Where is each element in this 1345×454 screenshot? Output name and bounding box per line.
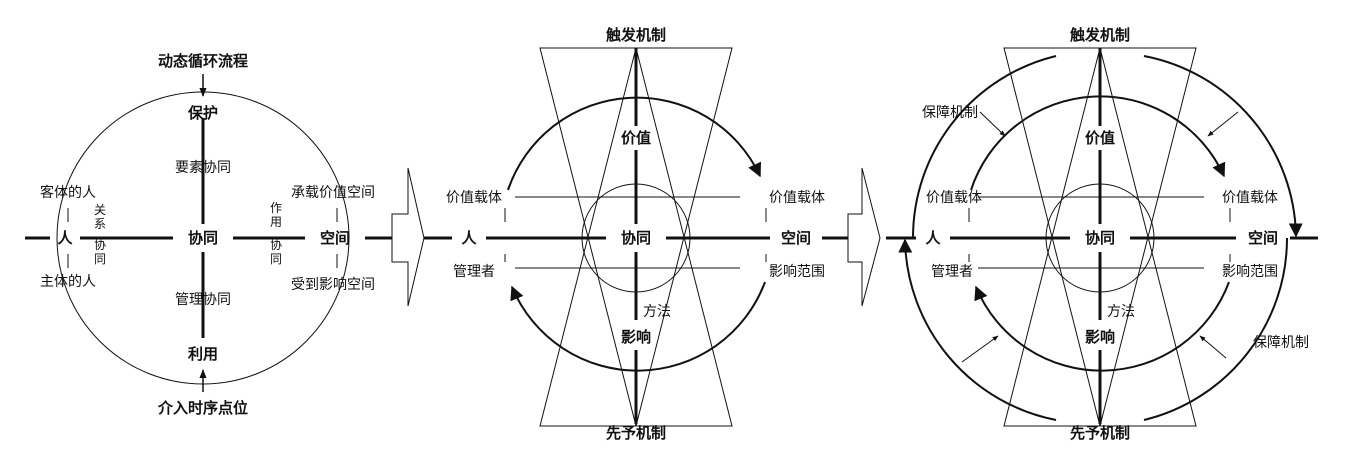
outer-arc-bottom-left — [898, 238, 1057, 421]
label-space: 空间 — [320, 229, 350, 247]
label-value: 价值 — [621, 129, 651, 147]
label-method: 方法 — [643, 304, 671, 320]
diagram-1: 动态循环流程 保护 要素协同 协同 管理协同 利用 介入时序点位 人 空间 客体… — [25, 52, 392, 417]
label-effect-2: 用 — [270, 215, 282, 229]
guarantee-arrow-bottom-left — [961, 335, 999, 363]
label-effect-3: 协 — [270, 237, 282, 252]
label-influence-scope: 影响范围 — [1222, 263, 1278, 280]
label-person: 人 — [925, 229, 941, 247]
label-center-synergy: 协同 — [188, 229, 218, 247]
label-protect: 保护 — [187, 104, 218, 122]
label-subject-person: 主体的人 — [40, 274, 96, 290]
label-element-synergy: 要素协同 — [175, 160, 231, 176]
label-relation-4: 同 — [94, 252, 106, 266]
label-management-synergy: 管理协同 — [175, 292, 231, 308]
label-effect-1: 作 — [270, 201, 282, 215]
label-value: 价值 — [1085, 129, 1115, 147]
guarantee-arrow-top-right — [1207, 111, 1239, 137]
label-value-carrier-left: 价值载体 — [926, 190, 982, 206]
guarantee-arrow-top-left — [979, 111, 1006, 137]
label-center-synergy: 协同 — [1085, 229, 1115, 247]
label-dynamic-cycle: 动态循环流程 — [158, 52, 248, 70]
label-guarantee-bottom: 保障机制 — [1253, 335, 1309, 351]
label-intervention-timing: 介入时序点位 — [157, 399, 248, 417]
label-object-person: 客体的人 — [40, 184, 96, 201]
label-person: 人 — [57, 229, 73, 247]
label-person: 人 — [461, 229, 477, 247]
label-space: 空间 — [1248, 229, 1278, 247]
cycle-arc-bottom — [974, 281, 1230, 372]
label-effect-4: 同 — [270, 252, 282, 266]
cycle-arc-top — [507, 96, 761, 191]
label-preempt: 先予机制 — [1070, 424, 1130, 442]
diagram-2: 触发机制 价值 协同 方法 影响 先予机制 人 空间 价值载体 管理者 价值载体… — [424, 26, 848, 442]
label-relation-2: 系 — [94, 217, 106, 231]
label-relation-1: 关 — [94, 203, 106, 217]
label-guarantee-top: 保障机制 — [922, 105, 978, 121]
label-influence-scope: 影响范围 — [769, 263, 825, 280]
label-influence: 影响 — [621, 328, 651, 346]
label-manager: 管理者 — [931, 264, 973, 280]
label-center-synergy: 协同 — [621, 229, 651, 247]
label-value-space: 承载价值空间 — [291, 185, 375, 201]
label-manager: 管理者 — [453, 264, 495, 280]
outer-arc-top-right — [1143, 55, 1303, 238]
label-relation-3: 协 — [94, 237, 106, 252]
transition-arrow-2 — [847, 167, 881, 307]
label-method: 方法 — [1107, 304, 1135, 320]
diagram-3: 触发机制 价值 协同 方法 影响 先予机制 人 空间 保障机制 保障机制 价值载… — [886, 26, 1318, 442]
label-influence: 影响 — [1085, 328, 1115, 346]
cycle-arc-top — [970, 95, 1226, 191]
label-value-carrier-right: 价值载体 — [1222, 190, 1278, 206]
label-value-carrier-left: 价值载体 — [446, 190, 502, 206]
guarantee-arrow-bottom-right — [1199, 335, 1227, 359]
label-space: 空间 — [781, 229, 811, 247]
label-use: 利用 — [188, 345, 218, 363]
label-affected-space: 受到影响空间 — [291, 277, 375, 293]
transition-arrow-1 — [391, 167, 425, 307]
label-trigger: 触发机制 — [1070, 26, 1130, 44]
label-value-carrier-right: 价值载体 — [769, 190, 825, 206]
outer-arc-top-left — [911, 55, 1057, 239]
outer-arc-bottom-right — [1143, 237, 1289, 421]
label-preempt: 先予机制 — [606, 424, 666, 442]
cycle-arc-bottom — [510, 281, 766, 372]
label-trigger: 触发机制 — [606, 26, 666, 44]
